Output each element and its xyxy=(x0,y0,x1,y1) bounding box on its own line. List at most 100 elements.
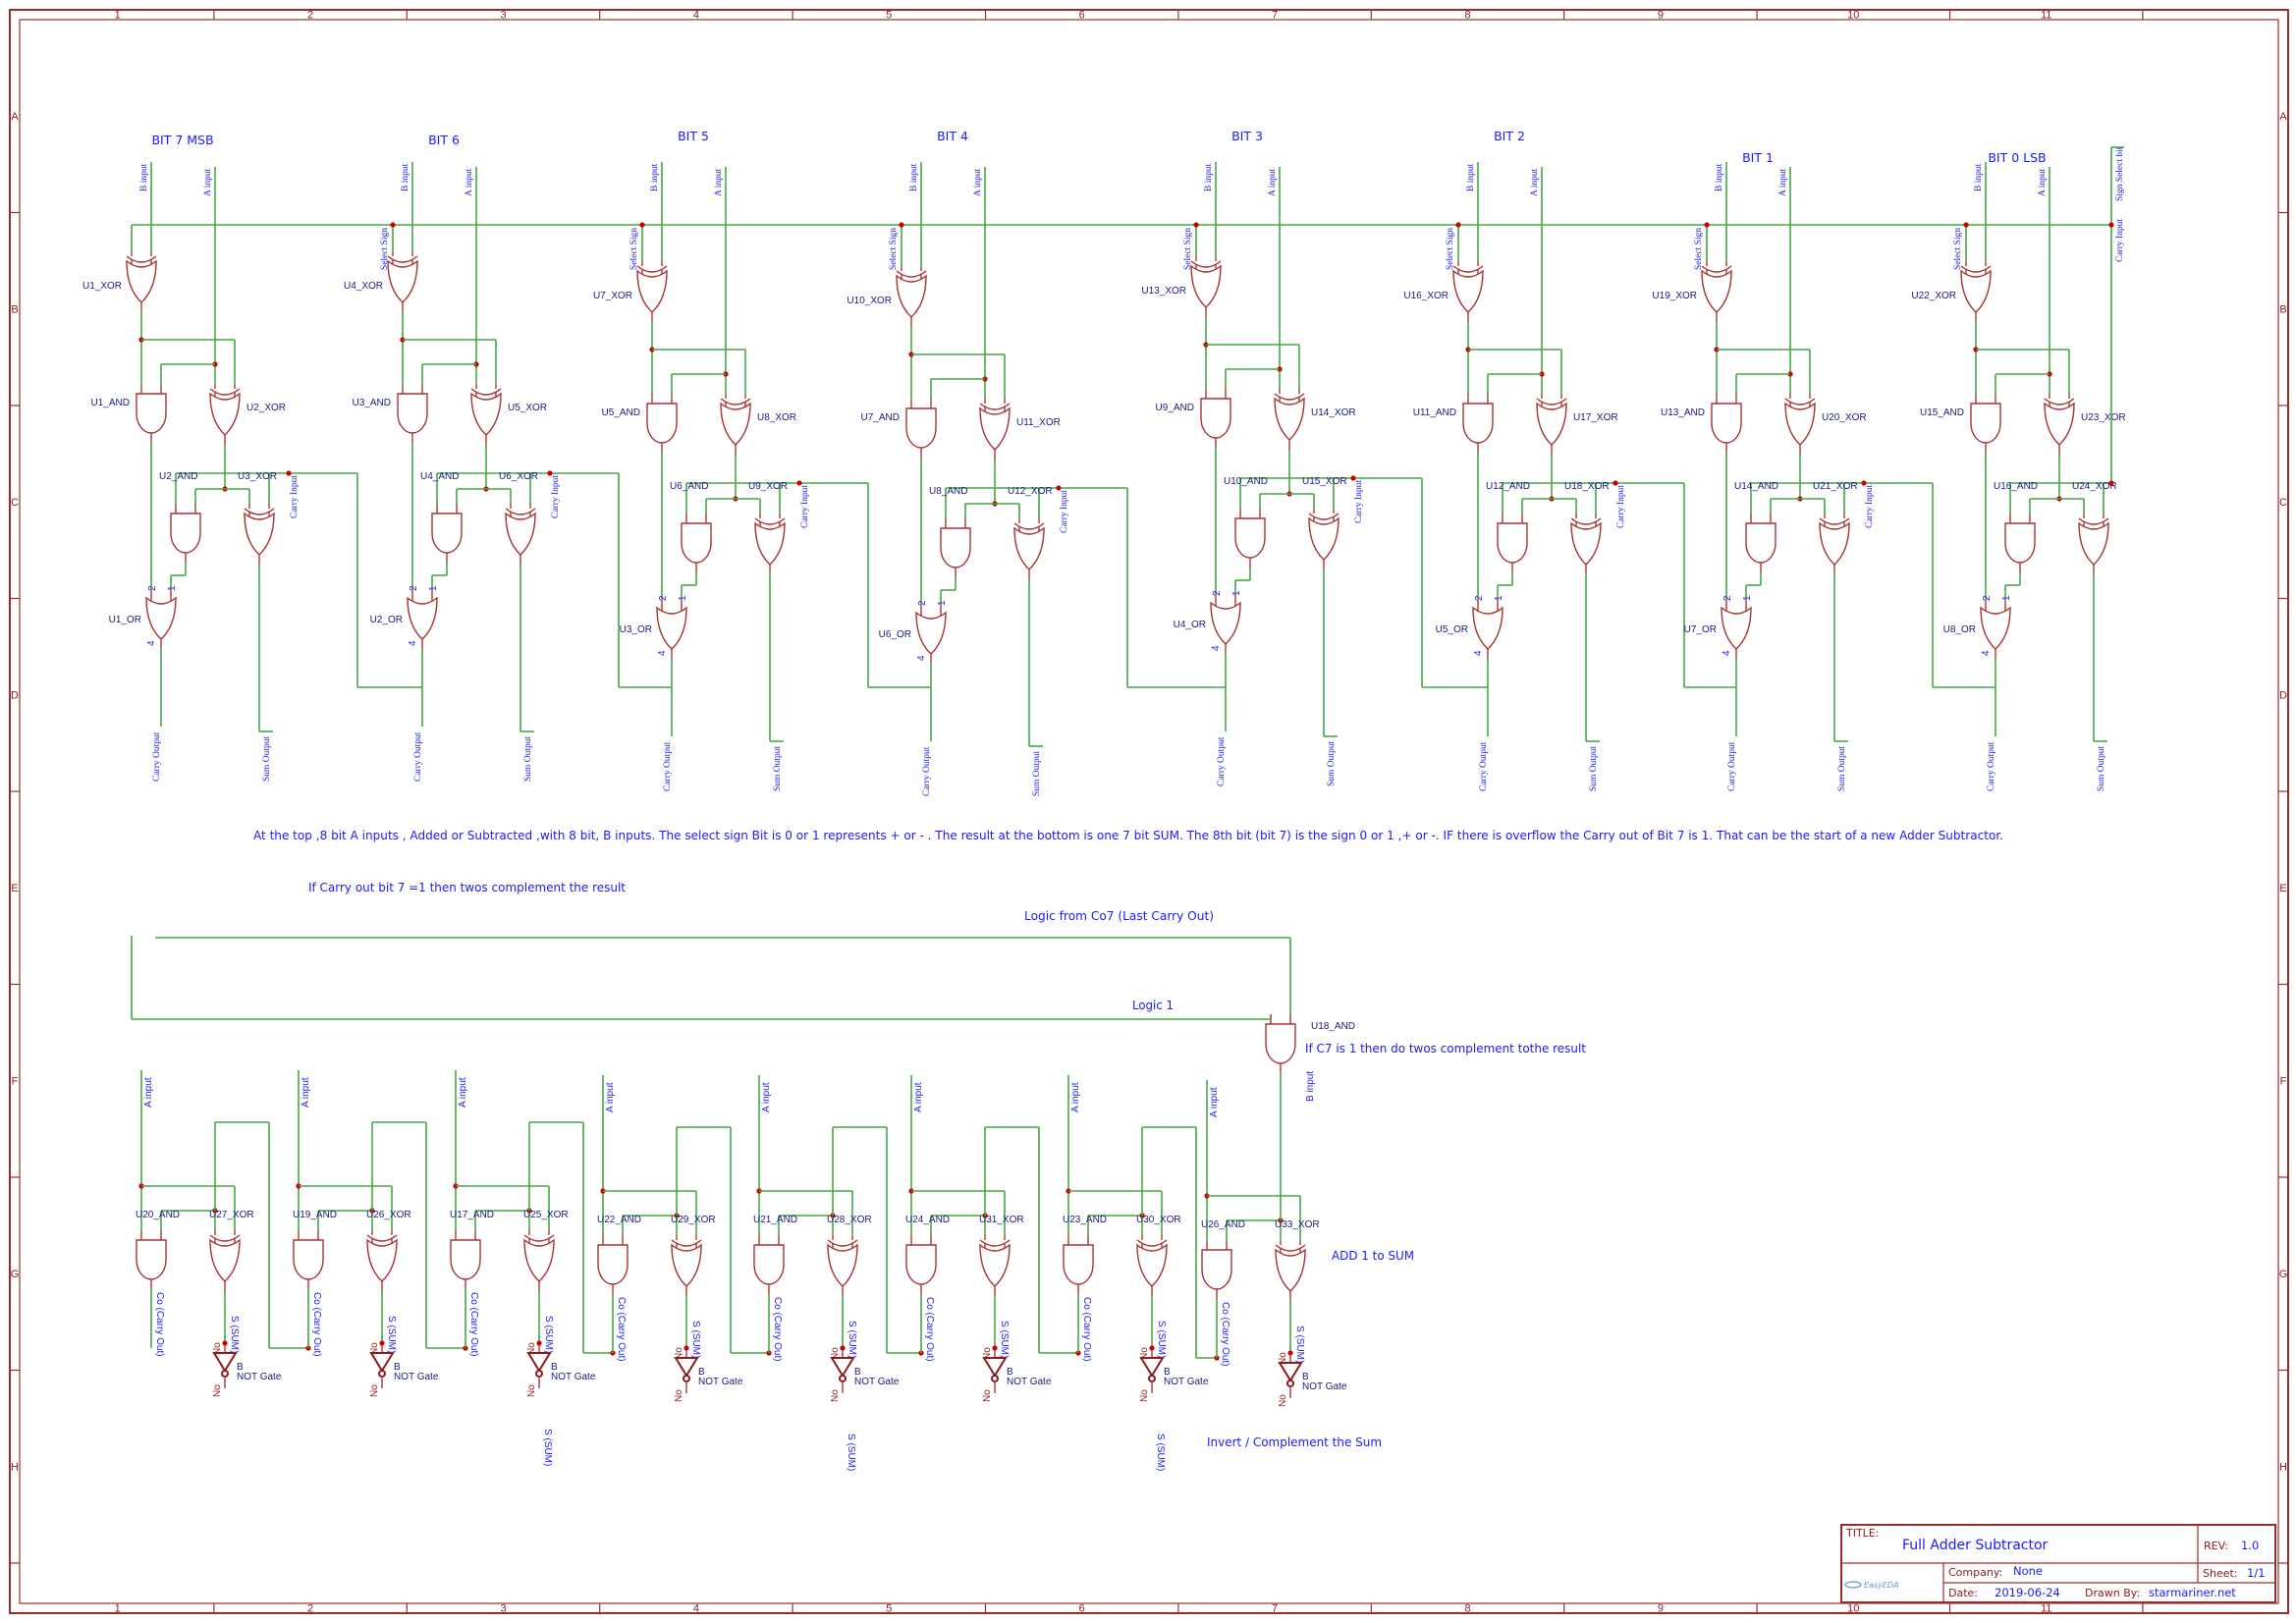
xor-gate-2-1[interactable] xyxy=(636,261,668,322)
and-gate-4-1[interactable] xyxy=(1200,389,1231,448)
and-gate-2-2[interactable] xyxy=(681,514,712,572)
xor-gate-0-1[interactable] xyxy=(126,251,157,312)
gate-designator: U21_AND xyxy=(753,1215,797,1225)
sum-label: S (SUM) xyxy=(229,1316,240,1353)
not-pin-label: No xyxy=(212,1342,223,1355)
c7-rule-note: If C7 is 1 then do twos complement tothe… xyxy=(1305,1041,1586,1055)
xor-gate-bottom-5[interactable] xyxy=(979,1235,1011,1296)
or-gate-1[interactable] xyxy=(407,588,438,649)
xor-gate-bottom-1[interactable] xyxy=(366,1230,398,1291)
gate-designator: U8_OR xyxy=(1943,624,1976,635)
select-sign-label: Select Sign xyxy=(1183,228,1193,270)
xor-gate-1-2[interactable] xyxy=(470,384,502,445)
xor-gate-7-2[interactable] xyxy=(2044,394,2075,455)
and-gate-3-1[interactable] xyxy=(905,399,937,458)
gate-designator: U1_OR xyxy=(109,615,141,625)
and-gate-5-2[interactable] xyxy=(1497,514,1528,572)
and-gate-1-2[interactable] xyxy=(431,504,463,563)
not-pin-label: No xyxy=(369,1384,380,1397)
row-label: G xyxy=(2279,1269,2288,1280)
xor-gate-2-3[interactable] xyxy=(754,514,786,574)
xor-gate-4-1[interactable] xyxy=(1190,256,1222,317)
xor-gate-bottom-4[interactable] xyxy=(827,1235,858,1296)
and-gate-1-1[interactable] xyxy=(397,384,428,443)
xor-gate-bottom-2[interactable] xyxy=(523,1230,555,1291)
xor-gate-1-3[interactable] xyxy=(505,504,536,565)
and-gate-7-2[interactable] xyxy=(2004,514,2036,572)
xor-gate-5-2[interactable] xyxy=(1536,394,1567,455)
bit-title: BIT 4 xyxy=(937,129,968,143)
xor-gate-1-1[interactable] xyxy=(387,251,418,312)
xor-gate-bottom-3[interactable] xyxy=(671,1235,702,1296)
row-label: D xyxy=(11,690,19,702)
xor-gate-4-3[interactable] xyxy=(1308,509,1339,569)
sum-output-label: Sum Output xyxy=(1589,745,1599,791)
junction-dot xyxy=(639,222,645,228)
and-gate-4-2[interactable] xyxy=(1234,509,1266,568)
gate-designator: U25_XOR xyxy=(523,1210,569,1220)
not-gate[interactable] xyxy=(674,1350,699,1393)
not-gate[interactable] xyxy=(1139,1350,1165,1393)
xor-gate-6-1[interactable] xyxy=(1701,261,1732,322)
row-label: D xyxy=(2279,690,2287,702)
or-gate-5[interactable] xyxy=(1472,598,1503,659)
xor-gate-0-3[interactable] xyxy=(244,504,275,565)
or-gate-6[interactable] xyxy=(1721,598,1752,659)
u18-and-gate[interactable] xyxy=(1265,1014,1296,1073)
xor-gate-3-1[interactable] xyxy=(896,266,927,327)
xor-gate-2-2[interactable] xyxy=(720,394,751,455)
xor-gate-4-2[interactable] xyxy=(1274,389,1305,450)
and-gate-0-1[interactable] xyxy=(136,384,167,443)
and-gate-bottom-4[interactable] xyxy=(753,1235,785,1294)
xor-gate-0-2[interactable] xyxy=(209,384,241,445)
select-sign-label: Select Sign xyxy=(1953,228,1963,270)
and-gate-3-2[interactable] xyxy=(940,518,971,577)
and-gate-5-1[interactable] xyxy=(1462,394,1494,453)
or-gate-3[interactable] xyxy=(915,603,947,664)
and-gate-bottom-2[interactable] xyxy=(450,1230,481,1289)
junction-dot xyxy=(286,470,292,476)
xor-gate-5-1[interactable] xyxy=(1452,261,1484,322)
column-label: 9 xyxy=(1658,1603,1664,1615)
not-gate[interactable] xyxy=(369,1345,395,1388)
not-gate[interactable] xyxy=(982,1350,1008,1393)
and-gate-bottom-7[interactable] xyxy=(1201,1240,1232,1299)
and-gate-2-1[interactable] xyxy=(646,394,678,453)
or-pin-number: 4 xyxy=(1722,650,1732,656)
row-label: C xyxy=(11,497,19,509)
not-gate-label: NOT Gate xyxy=(854,1377,900,1387)
xor-gate-bottom-6[interactable] xyxy=(1136,1235,1168,1296)
xor-gate-bottom-7[interactable] xyxy=(1275,1240,1306,1301)
and-gate-7-1[interactable] xyxy=(1970,394,2001,453)
xor-gate-7-3[interactable] xyxy=(2078,514,2109,574)
and-gate-bottom-6[interactable] xyxy=(1063,1235,1094,1294)
or-gate-0[interactable] xyxy=(145,588,177,649)
xor-gate-5-3[interactable] xyxy=(1570,514,1602,574)
and-gate-bottom-3[interactable] xyxy=(597,1235,629,1294)
carry-output-label: Carry Output xyxy=(922,746,932,796)
a-input-label: A input xyxy=(605,1082,616,1112)
or-gate-7[interactable] xyxy=(1980,598,2011,659)
not-gate[interactable] xyxy=(212,1345,238,1388)
junction-dot xyxy=(547,470,553,476)
and-gate-bottom-0[interactable] xyxy=(136,1230,167,1289)
not-gate[interactable] xyxy=(830,1350,855,1393)
xor-gate-3-2[interactable] xyxy=(979,399,1011,460)
or-gate-2[interactable] xyxy=(656,598,687,659)
not-pin-label: No xyxy=(1278,1352,1288,1365)
and-gate-6-2[interactable] xyxy=(1745,514,1777,572)
and-gate-6-1[interactable] xyxy=(1711,394,1742,453)
not-gate[interactable] xyxy=(526,1345,552,1388)
xor-gate-7-1[interactable] xyxy=(1960,261,1992,322)
and-gate-bottom-5[interactable] xyxy=(905,1235,937,1294)
not-gate[interactable] xyxy=(1278,1355,1303,1398)
xor-gate-6-3[interactable] xyxy=(1819,514,1850,574)
xor-gate-bottom-0[interactable] xyxy=(209,1230,241,1291)
or-gate-4[interactable] xyxy=(1210,593,1241,654)
and-gate-bottom-1[interactable] xyxy=(293,1230,324,1289)
a-input-label: A input xyxy=(1778,168,1788,196)
xor-gate-6-2[interactable] xyxy=(1784,394,1816,455)
carry-out-label: Co (Carry Out) xyxy=(772,1297,783,1362)
and-gate-0-2[interactable] xyxy=(170,504,201,563)
xor-gate-3-3[interactable] xyxy=(1013,518,1045,579)
